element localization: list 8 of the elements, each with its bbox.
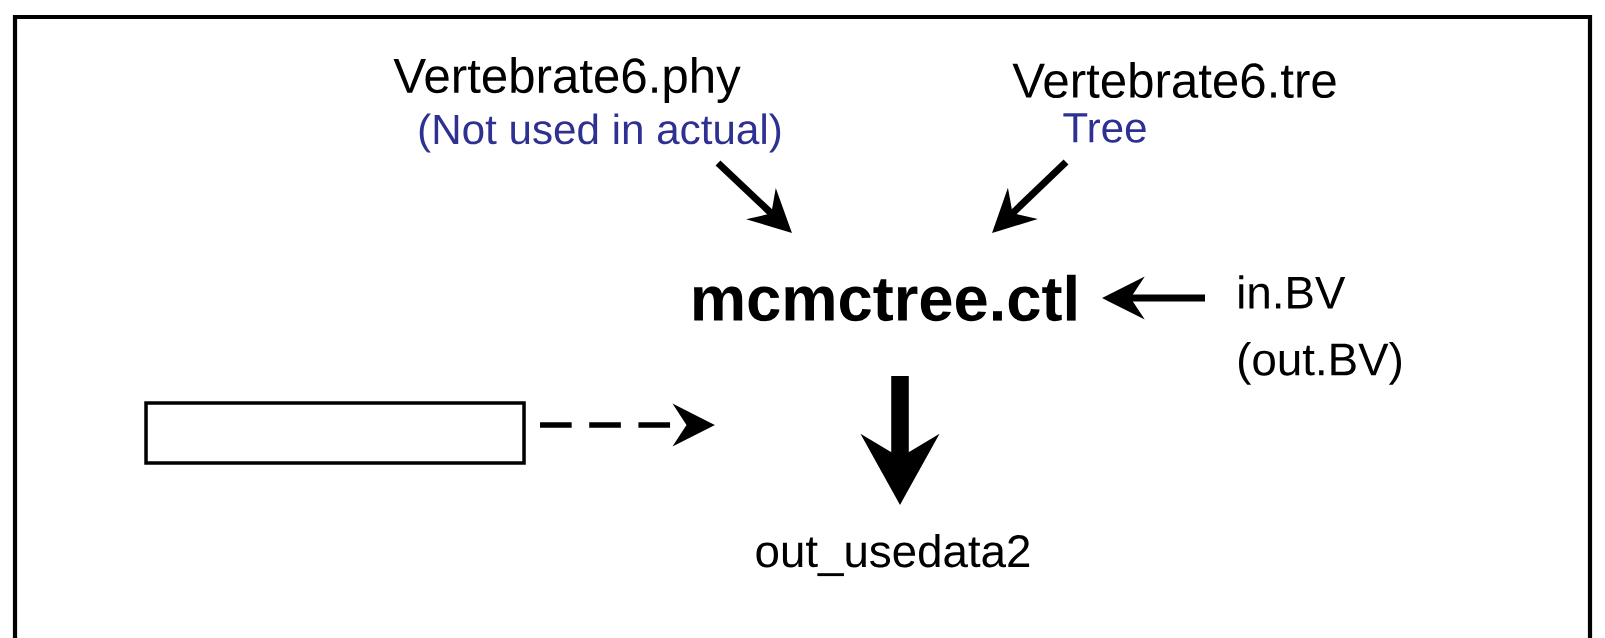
label-text: Vertebrate6.tre xyxy=(1012,61,1336,99)
note-text: Tree xyxy=(1063,113,1146,143)
label-text: out_usedata2 xyxy=(756,533,1030,577)
label-text: in.BV (out.BV) xyxy=(1239,275,1401,385)
label-text: Vertebrate6.phy xyxy=(393,57,741,103)
program-box xyxy=(144,401,526,465)
label-text: mcmctree.ctl xyxy=(694,274,1076,322)
note-text: (Not used in actual) xyxy=(419,113,781,153)
